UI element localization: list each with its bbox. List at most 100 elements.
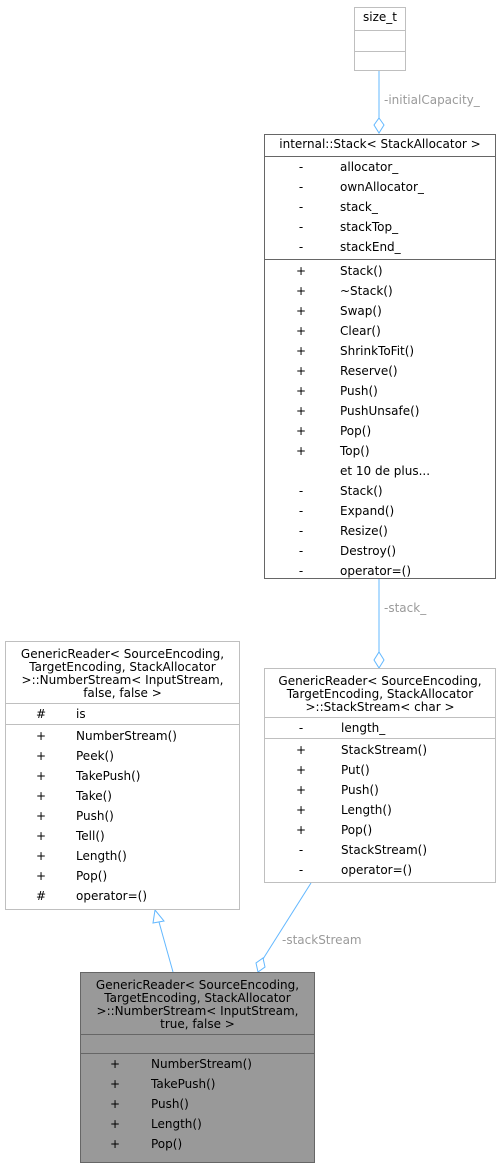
member-name: Peek() xyxy=(76,749,114,763)
member-row[interactable]: +Pop() xyxy=(6,866,239,886)
member-row[interactable]: -Expand() xyxy=(265,501,495,521)
member-name: operator=() xyxy=(76,889,148,903)
member-name: TakePush() xyxy=(76,769,141,783)
member-row[interactable]: +Push() xyxy=(265,780,495,800)
member-row[interactable]: +TakePush() xyxy=(6,766,239,786)
member-name: stack_ xyxy=(340,200,378,214)
visibility-marker: + xyxy=(295,424,307,438)
node-number-stream-current[interactable]: GenericReader< SourceEncoding,TargetEnco… xyxy=(80,972,315,1163)
member-name: Push() xyxy=(340,384,378,398)
member-row[interactable]: #is xyxy=(6,704,239,724)
visibility-marker: - xyxy=(298,843,304,857)
member-row[interactable]: + Length() xyxy=(265,800,495,820)
visibility-marker: + xyxy=(109,1097,121,1111)
member-row[interactable]: +Push() xyxy=(81,1094,314,1114)
member-row[interactable]: - stackEnd_ xyxy=(265,237,495,257)
visibility-marker: + xyxy=(295,803,307,817)
member-name: Reserve() xyxy=(340,364,398,378)
member-row[interactable]: +Put() xyxy=(265,760,495,780)
member-name: TakePush() xyxy=(151,1077,216,1091)
node-title-line: GenericReader< SourceEncoding, xyxy=(20,647,225,661)
member-row[interactable]: -Destroy() xyxy=(265,541,495,561)
visibility-marker: - xyxy=(298,524,304,538)
member-row[interactable]: #operator=() xyxy=(6,886,239,906)
member-row[interactable]: - StackStream() xyxy=(265,840,495,860)
member-row[interactable]: -allocator_ xyxy=(265,157,495,177)
member-row[interactable]: -operator=() xyxy=(265,860,495,880)
aggregation-diamond-icon xyxy=(373,651,385,669)
node-methods: +Stack()+~Stack()+Swap()+Clear()+ShrinkT… xyxy=(265,259,495,581)
node-stack-stream[interactable]: GenericReader< SourceEncoding,TargetEnco… xyxy=(264,668,496,883)
edge-stack-stream xyxy=(262,882,312,960)
member-row[interactable]: +StackStream() xyxy=(265,740,495,760)
visibility-marker: + xyxy=(295,763,307,777)
node-title-line: true, false > xyxy=(160,1017,235,1031)
node-methods: +NumberStream()+Peek()+TakePush()+Take()… xyxy=(6,724,239,906)
member-row[interactable]: -operator=() xyxy=(265,561,495,581)
node-number-stream-base[interactable]: GenericReader< SourceEncoding,TargetEnco… xyxy=(5,641,240,910)
visibility-marker: - xyxy=(298,200,304,214)
member-row[interactable]: +Peek() xyxy=(6,746,239,766)
member-row[interactable]: +Swap() xyxy=(265,301,495,321)
visibility-marker: + xyxy=(295,364,307,378)
member-row[interactable]: +Length() xyxy=(81,1114,314,1134)
visibility-marker: - xyxy=(298,484,304,498)
node-stack[interactable]: internal::Stack< StackAllocator > -alloc… xyxy=(264,134,496,579)
node-attributes: #is xyxy=(6,703,239,724)
member-row[interactable]: et 10 de plus... xyxy=(265,461,495,481)
member-name: StackStream() xyxy=(341,843,428,857)
member-row[interactable]: -stackTop_ xyxy=(265,217,495,237)
member-row[interactable]: +Push() xyxy=(6,806,239,826)
member-row[interactable]: +Top() xyxy=(265,441,495,461)
member-row[interactable]: + Pop() xyxy=(81,1134,314,1154)
member-row[interactable]: +NumberStream() xyxy=(6,726,239,746)
node-attributes xyxy=(355,30,405,51)
node-size-t[interactable]: size_t xyxy=(354,7,406,71)
member-row[interactable]: +~Stack() xyxy=(265,281,495,301)
visibility-marker: - xyxy=(298,863,304,877)
member-row[interactable]: +Clear() xyxy=(265,321,495,341)
member-row[interactable]: +PushUnsafe() xyxy=(265,401,495,421)
node-title-line: false, false > xyxy=(83,686,162,700)
member-name: Clear() xyxy=(340,324,381,338)
member-name: Length() xyxy=(341,803,392,817)
member-row[interactable]: - stack_ xyxy=(265,197,495,217)
member-row[interactable]: + TakePush() xyxy=(81,1074,314,1094)
member-row[interactable]: + Reserve() xyxy=(265,361,495,381)
member-row[interactable]: +Length() xyxy=(6,846,239,866)
node-attributes: -allocator_-ownAllocator_-stack_-stackTo… xyxy=(265,156,495,259)
member-name: NumberStream() xyxy=(151,1057,252,1071)
member-row[interactable]: -Stack() xyxy=(265,481,495,501)
member-row[interactable]: +NumberStream() xyxy=(81,1054,314,1074)
member-name: et 10 de plus... xyxy=(340,464,431,478)
aggregation-diamond-icon xyxy=(373,117,385,134)
member-name: Pop() xyxy=(76,869,108,883)
visibility-marker: + xyxy=(109,1137,121,1151)
member-row[interactable]: +Pop() xyxy=(265,820,495,840)
visibility-marker: - xyxy=(298,564,304,578)
member-row[interactable]: +Stack() xyxy=(265,261,495,281)
member-row[interactable]: +Tell() xyxy=(6,826,239,846)
member-row[interactable]: -length_ xyxy=(265,718,495,738)
visibility-marker: + xyxy=(109,1077,121,1091)
visibility-marker: + xyxy=(295,823,307,837)
member-name: Pop() xyxy=(151,1137,183,1151)
node-title-line: TargetEncoding, StackAllocator xyxy=(286,687,474,701)
node-methods: +StackStream()+Put()+Push()+Length()+Pop… xyxy=(265,738,495,880)
member-row[interactable]: -ownAllocator_ xyxy=(265,177,495,197)
member-name: is xyxy=(76,707,86,721)
visibility-marker: - xyxy=(298,240,304,254)
member-name: ShrinkToFit() xyxy=(340,344,415,358)
node-title: internal::Stack< StackAllocator > xyxy=(279,137,481,151)
edge-label-stack-stream: -stackStream xyxy=(282,933,362,947)
member-name: stackEnd_ xyxy=(340,240,401,254)
visibility-marker: + xyxy=(295,743,307,757)
member-row[interactable]: + ShrinkToFit() xyxy=(265,341,495,361)
member-row[interactable]: -Resize() xyxy=(265,521,495,541)
visibility-marker: - xyxy=(298,180,304,194)
visibility-marker: + xyxy=(295,344,307,358)
member-row[interactable]: +Push() xyxy=(265,381,495,401)
member-row[interactable]: +Pop() xyxy=(265,421,495,441)
member-name: Push() xyxy=(76,809,114,823)
member-row[interactable]: +Take() xyxy=(6,786,239,806)
